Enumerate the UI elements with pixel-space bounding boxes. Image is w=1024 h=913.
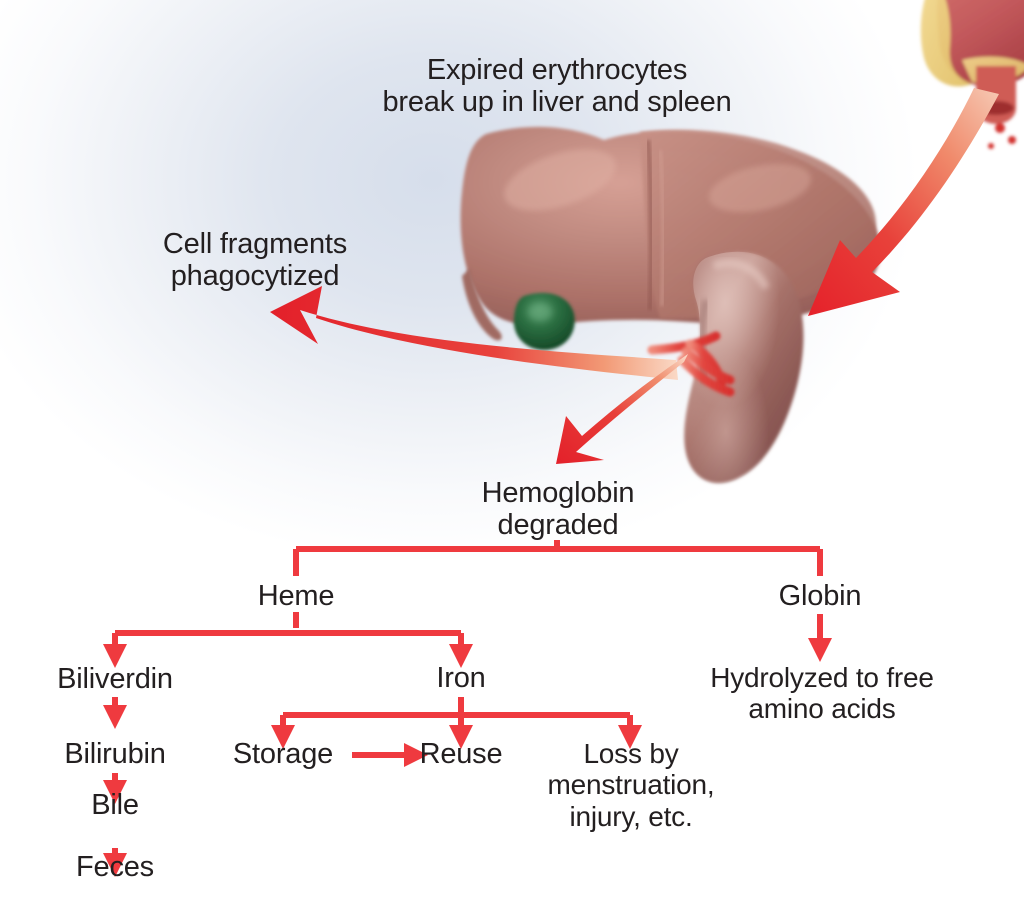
- node-bilirubin: Bilirubin: [64, 738, 166, 770]
- spleen-illustration: [684, 251, 804, 483]
- node-biliverdin: Biliverdin: [57, 663, 173, 695]
- node-feces: Feces: [76, 851, 154, 883]
- node-hydrolyzed-amino-acids: Hydrolyzed to free amino acids: [710, 662, 934, 725]
- arrow-spleen-to-hemoglobin: [556, 354, 688, 464]
- arrow-marrow-to-spleen: [808, 88, 999, 316]
- splenic-vessels-illustration: [647, 331, 735, 397]
- node-hemoglobin-degraded: Hemoglobin degraded: [481, 477, 635, 542]
- node-heme: Heme: [257, 580, 335, 612]
- arrow-spleen-to-phagocytized: [270, 286, 678, 380]
- liver-illustration: [460, 126, 881, 341]
- node-iron: Iron: [436, 662, 486, 694]
- gallbladder-illustration: [513, 292, 575, 350]
- node-bile: Bile: [91, 789, 139, 821]
- node-reuse: Reuse: [419, 738, 503, 770]
- node-globin: Globin: [778, 580, 862, 612]
- node-loss-by: Loss by menstruation, injury, etc.: [547, 738, 715, 832]
- side-caption-phagocytized: Cell fragments phagocytized: [162, 228, 348, 293]
- title-caption: Expired erythrocytes break up in liver a…: [382, 54, 732, 119]
- arrowheads: [103, 638, 832, 877]
- node-storage: Storage: [232, 738, 334, 770]
